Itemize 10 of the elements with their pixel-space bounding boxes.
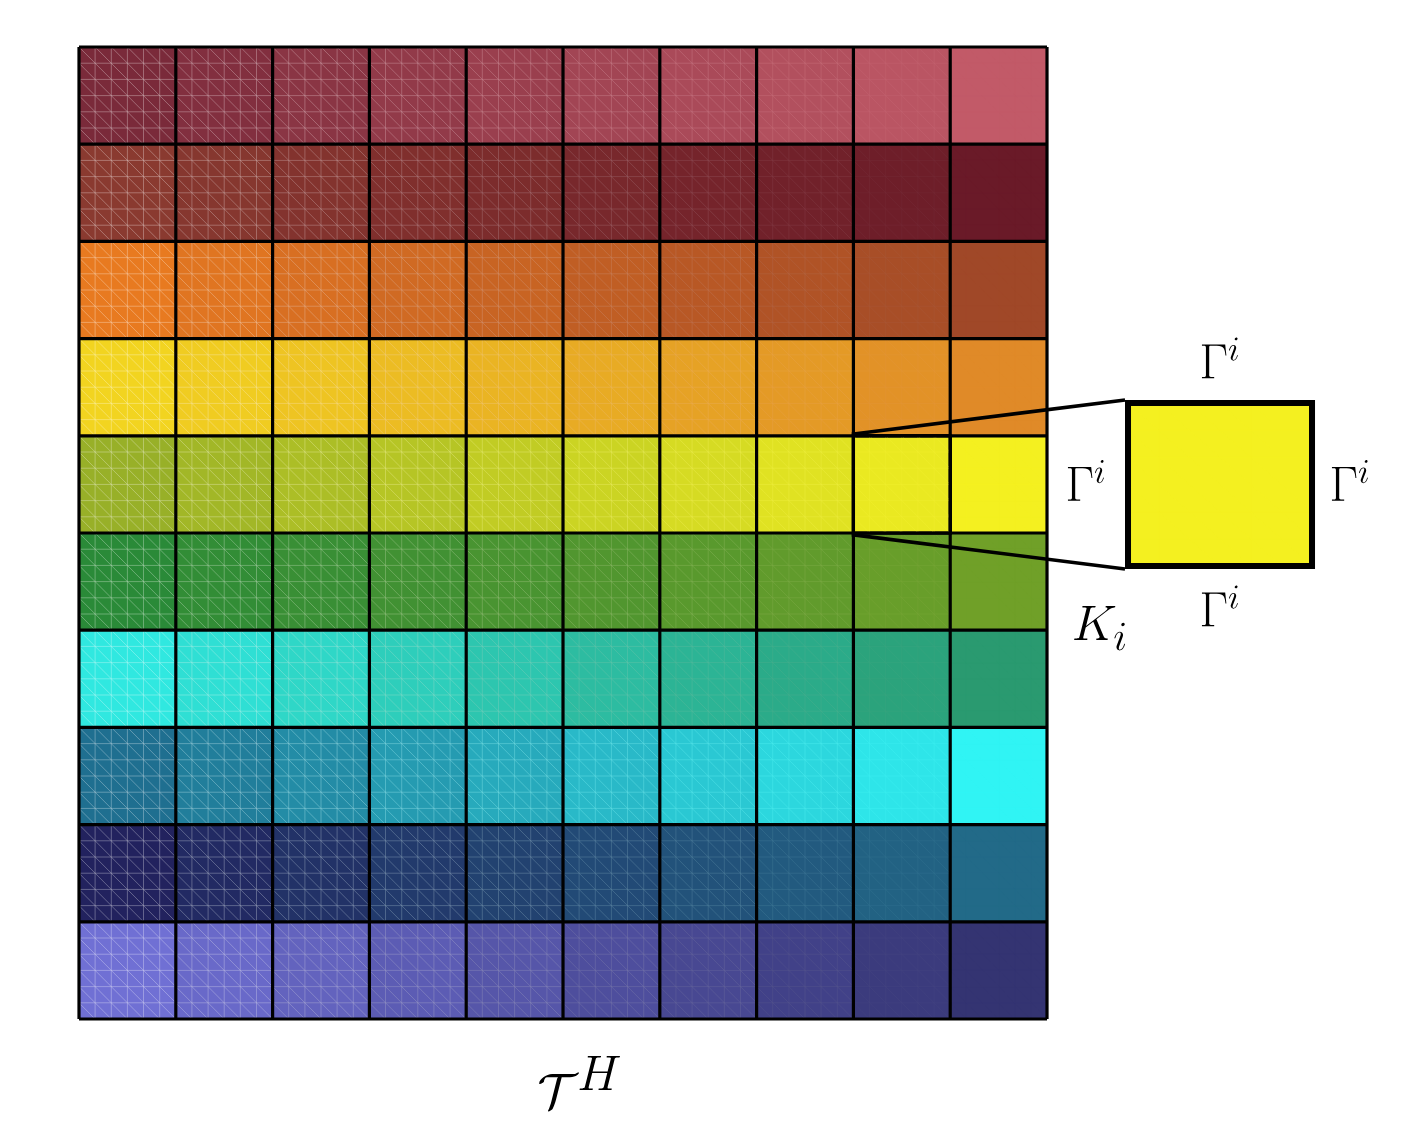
edge-label-math: $\Gamma^{i}$	[1201, 337, 1238, 379]
edge-label-math: $\Gamma^{i}$	[1067, 460, 1104, 501]
zoom-line	[851, 532, 1126, 571]
mesh-cell	[851, 434, 952, 535]
edge-label-math: $\Gamma^{i}$	[1331, 460, 1368, 501]
math-label: $\mathcal{T}^{H}$	[539, 1056, 620, 1112]
zoomed-cell	[1125, 400, 1315, 569]
math-label: $K_{i}$	[1074, 606, 1126, 651]
zoom-line	[851, 398, 1126, 436]
edge-label-math: $\Gamma^{i}$	[1201, 585, 1238, 627]
